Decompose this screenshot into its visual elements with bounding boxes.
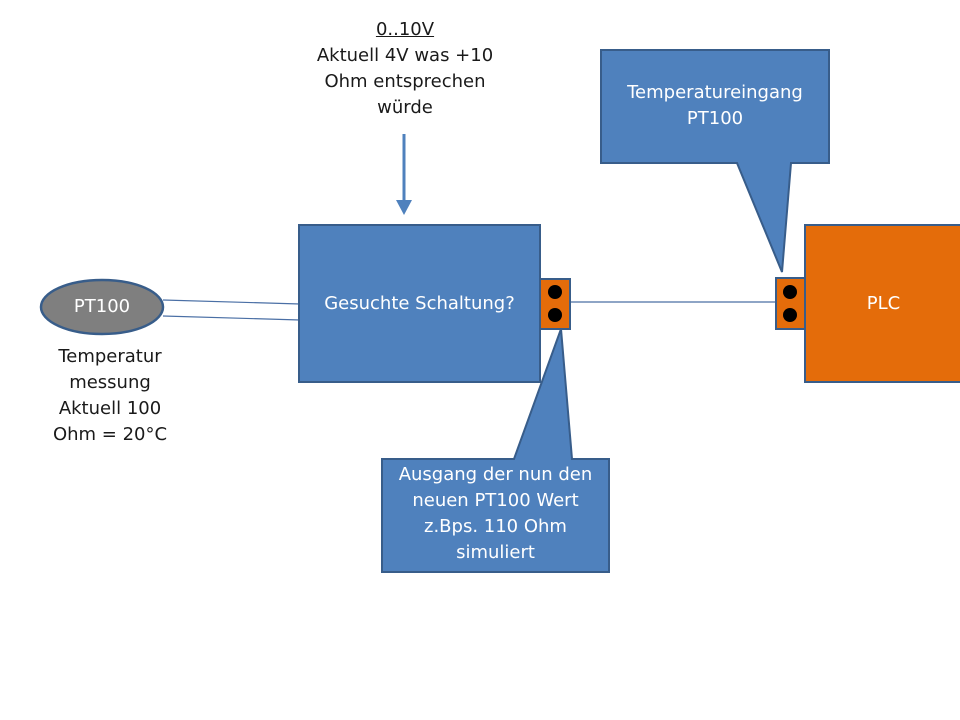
sensor-description-line: Aktuell 100 [58,398,162,419]
callout-temperature-input-text: Temperatureingang PT100 [601,80,829,132]
pt100-sensor-label: PT100 [73,296,131,317]
sensor-description-line: messung [69,372,151,393]
voltage-note-line: Ohm entsprechen [324,71,486,92]
sensor-description-line: Temperatur [58,346,162,367]
callout-line: PT100 [686,108,744,129]
terminal-dot [783,308,797,322]
sensor-description: Temperatur messung Aktuell 100 Ohm = 20°… [30,344,190,448]
callout-output-shape [381,328,610,573]
pt100-sensor-ellipse[interactable] [39,278,165,336]
plc-block-label: PLC [866,293,901,314]
terminal-dot [783,285,797,299]
voltage-note-line: würde [377,97,433,118]
callout-line: Temperatureingang [627,82,803,103]
callout-line: simuliert [456,542,535,563]
callout-output-text: Ausgang der nun den neuen PT100 Wert z.B… [382,462,609,566]
sensor-wire-1 [162,299,301,305]
sensor-description-line: Ohm = 20°C [52,424,168,445]
terminal-dot [548,285,562,299]
callout-line: neuen PT100 Wert [412,490,579,511]
voltage-arrow-head [396,200,412,215]
sensor-wire-2 [162,315,301,321]
circuit-block-label: Gesuchte Schaltung? [324,293,515,314]
voltage-input-label: 0..10V Aktuell 4V was +10 Ohm entspreche… [300,17,510,121]
voltage-range-label: 0..10V [375,19,435,40]
plc-block-shape[interactable] [804,224,960,383]
callout-temperature-input-shape [600,49,830,273]
callout-line: Ausgang der nun den [398,464,593,485]
callout-line: z.Bps. 110 Ohm [424,516,567,537]
terminal-dot [548,308,562,322]
voltage-note-line: Aktuell 4V was +10 [316,45,494,66]
